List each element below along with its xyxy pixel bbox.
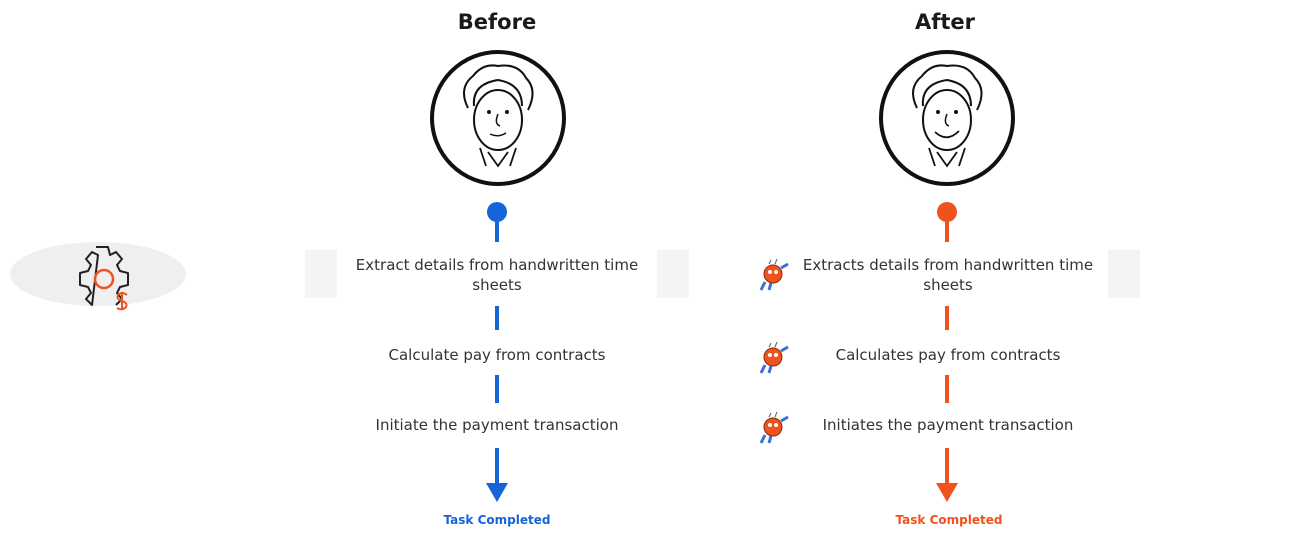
before-step-3: Initiate the payment transaction xyxy=(375,416,619,434)
before-step-2: Calculate pay from contracts xyxy=(388,346,606,364)
before-task-completed: Task Completed xyxy=(443,513,551,527)
before-timeline xyxy=(486,202,508,502)
after-person-portrait-icon xyxy=(879,50,1015,186)
before-header: Before xyxy=(457,10,537,34)
robot-icon xyxy=(759,341,789,374)
after-task-completed: Task Completed xyxy=(895,513,1003,527)
before-step-1: Extract details from handwritten time sh… xyxy=(355,256,639,294)
robot-icon xyxy=(759,411,789,444)
background-panel xyxy=(657,250,689,298)
background-panel xyxy=(305,250,337,298)
payroll-icon-badge xyxy=(10,242,186,311)
after-timeline xyxy=(936,202,958,502)
after-step-1: Extracts details from handwritten time s… xyxy=(802,256,1094,294)
before-person-portrait-icon xyxy=(430,50,566,186)
gear-dollar-icon xyxy=(79,246,129,311)
after-step-2: Calculates pay from contracts xyxy=(835,346,1061,364)
after-header: After xyxy=(914,10,976,34)
robot-icon xyxy=(759,258,789,291)
background-panel xyxy=(1108,250,1140,298)
after-step-3: Initiates the payment transaction xyxy=(822,416,1074,434)
